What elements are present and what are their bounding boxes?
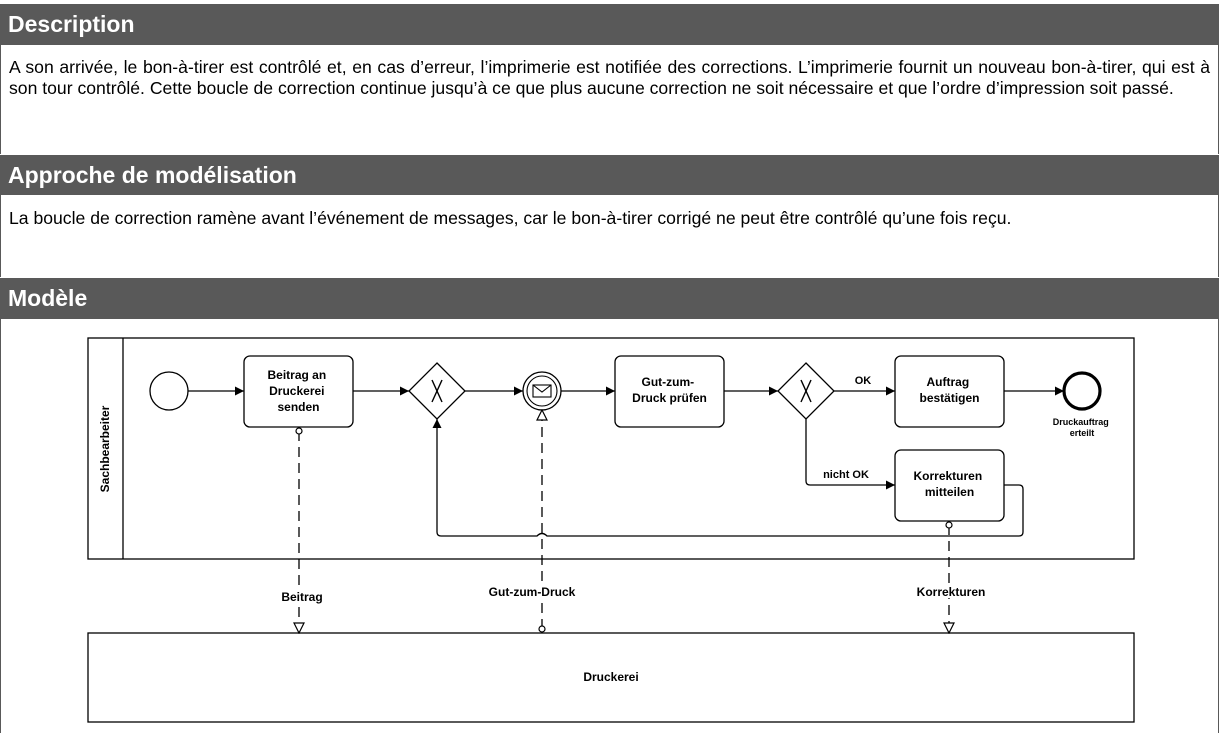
task-send-line1: Beitrag an xyxy=(267,368,326,382)
pool-label: Sachbearbeiter xyxy=(98,405,112,492)
start-event xyxy=(149,371,189,411)
task-corrections-line2: mitteilen xyxy=(925,485,974,499)
bpmn-diagram: Sachbearbeiter Beitrag an Druckerei send… xyxy=(87,337,1135,723)
end-event-label-line2: erteilt xyxy=(1070,428,1095,438)
pool-druckerei-label: Druckerei xyxy=(583,670,638,684)
svg-text:Beitrag an Druckerei s: Beitrag an Druckerei senden xyxy=(267,368,329,414)
task-send-line2: Druckerei xyxy=(269,384,324,398)
section-header-approach: Approche de modélisation xyxy=(0,155,1219,195)
flow-notok-to-corrections xyxy=(805,419,895,490)
task-confirm-line1: Auftrag xyxy=(926,375,969,389)
end-event-label-line1: Druckauftrag xyxy=(1053,417,1109,427)
flow-label-ok: OK xyxy=(855,375,872,387)
flow-label-not-ok: nicht OK xyxy=(823,469,869,481)
description-text: A son arrivée, le bon-à-tirer est contrô… xyxy=(9,57,1210,98)
section-title: Modèle xyxy=(8,285,88,311)
task-send-line3: senden xyxy=(277,400,319,414)
task-check-line1: Gut-zum- xyxy=(642,375,695,389)
end-event xyxy=(1062,371,1102,411)
svg-text:Auftrag bestätigen: Auftrag bestätigen xyxy=(919,375,979,405)
envelope-icon xyxy=(532,384,552,398)
svg-text:Gut-zum- Druck prüfen: Gut-zum- Druck prüfen xyxy=(632,375,707,405)
approach-box: La boucle de correction ramène avant l’é… xyxy=(0,195,1219,277)
message-catch-event xyxy=(522,371,562,411)
svg-text:Druckauftrag erteilt: Druckauftrag erteilt xyxy=(1053,417,1112,438)
svg-text:Korrekturen mitteilen: Korrekturen mitteilen xyxy=(913,469,985,499)
message-label-beitrag: Beitrag xyxy=(281,590,322,604)
model-box: Sachbearbeiter Beitrag an Druckerei send… xyxy=(0,319,1219,733)
approach-text: La boucle de correction ramène avant l’é… xyxy=(9,208,1012,228)
flow-loop-back xyxy=(432,419,1024,537)
description-box: A son arrivée, le bon-à-tirer est contrô… xyxy=(0,45,1219,154)
task-corrections-line1: Korrekturen xyxy=(913,469,982,483)
message-label-gut-zum-druck: Gut-zum-Druck xyxy=(489,585,576,599)
task-check-line2: Druck prüfen xyxy=(632,391,707,405)
section-header-description: Description xyxy=(0,4,1219,45)
pool-druckerei xyxy=(87,632,1135,723)
message-label-korrekturen: Korrekturen xyxy=(917,585,986,599)
section-title: Approche de modélisation xyxy=(8,161,297,188)
section-title: Description xyxy=(8,11,135,37)
section-header-model: Modèle xyxy=(0,278,1219,319)
task-confirm-line2: bestätigen xyxy=(919,391,979,405)
